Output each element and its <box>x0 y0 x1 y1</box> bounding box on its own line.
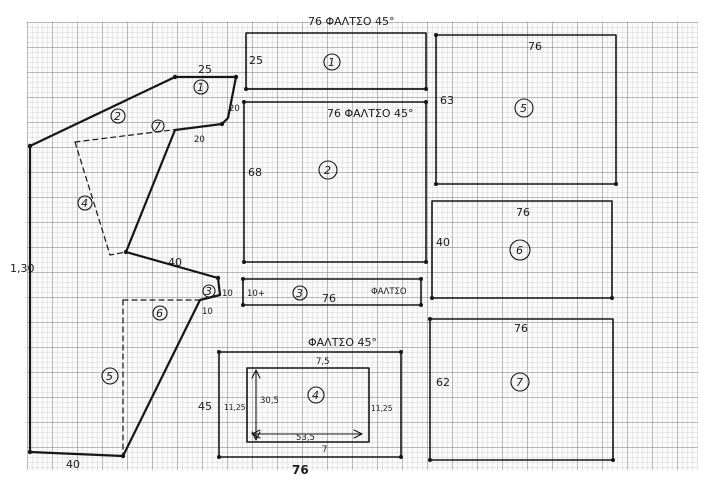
frame-4-inner-top: 7,5 <box>316 357 330 367</box>
svg-text:3: 3 <box>205 285 212 298</box>
piece-marker-5: 5 <box>520 102 527 115</box>
svg-text:7: 7 <box>154 120 161 133</box>
board-6: 76 40 6 <box>430 200 614 300</box>
piece-marker-2: 2 <box>324 164 331 177</box>
dim-20-right: 20 <box>229 104 240 114</box>
frame-4-width-inner: 53,5 <box>296 433 315 443</box>
frame-4-height-inner: 30,5 <box>260 396 279 406</box>
board-1: 76 ΦΑΛΤΣΟ 45° 25 1 <box>244 15 428 91</box>
graph-paper <box>27 22 698 470</box>
left-profile-outline <box>27 74 239 459</box>
dim-130: 1,30 <box>10 262 35 275</box>
dim-25-top: 25 <box>198 63 212 76</box>
piece-marker-6-profile: 6 <box>152 305 168 321</box>
dim-40-bottom: 40 <box>66 458 80 471</box>
dim-20-inner: 20 <box>194 135 205 145</box>
svg-text:6: 6 <box>156 307 163 320</box>
frame-4-header: ΦΑΛΤΣΟ 45° <box>308 336 377 349</box>
dim-10: 10 <box>222 289 233 299</box>
board-2: 76 ΦΑΛΤΣΟ 45° 68 2 <box>242 100 428 264</box>
piece-marker-5-profile: 5 <box>101 367 119 385</box>
board-2-side: 68 <box>248 166 262 179</box>
frame-4-side: 45 <box>198 400 212 413</box>
svg-text:2: 2 <box>114 110 121 123</box>
board-1-side: 25 <box>249 54 263 67</box>
board-3-note: ΦΑΛΤΣΟ <box>371 287 407 297</box>
board-2-header: 76 ΦΑΛΤΣΟ 45° <box>327 107 414 120</box>
board-1-header: 76 ΦΑΛΤΣΟ 45° <box>308 15 395 28</box>
svg-text:4: 4 <box>81 197 88 210</box>
piece-marker-7: 7 <box>516 376 523 389</box>
board-7-top: 76 <box>514 322 528 335</box>
board-5-top: 76 <box>528 40 542 53</box>
hidden-line-top <box>74 123 221 143</box>
piece-marker-2-profile: 2 <box>110 108 126 124</box>
piece-marker-1-profile: 1 <box>193 79 209 95</box>
board-7: 76 62 7 <box>428 317 615 462</box>
dim-10-lower: 10 <box>202 307 213 317</box>
frame-4: ΦΑΛΤΣΟ 45° 7,5 45 11,25 11,25 30,5 53,5 … <box>198 336 403 477</box>
svg-text:5: 5 <box>106 370 113 383</box>
board-5: 76 63 5 <box>434 33 618 186</box>
board-3-width: 76 <box>322 292 336 305</box>
piece-marker-4: 4 <box>312 389 319 402</box>
svg-text:1: 1 <box>197 81 204 94</box>
board-6-side: 40 <box>436 236 450 249</box>
frame-4-bottom: 76 <box>292 463 309 477</box>
piece-marker-1: 1 <box>328 56 335 69</box>
piece-marker-3-profile: 3 <box>202 284 216 298</box>
board-3-side: 10+ <box>247 289 265 299</box>
frame-4-inner-bottom: 7 <box>322 445 327 455</box>
board-3: 10+ 76 ΦΑΛΤΣΟ 3 <box>241 277 423 307</box>
board-6-top: 76 <box>516 206 530 219</box>
board-7-side: 62 <box>436 376 450 389</box>
frame-4-left-inner: 11,25 <box>224 403 246 412</box>
frame-4-right-inner: 11,25 <box>371 404 393 413</box>
piece-marker-4-profile: 4 <box>77 195 93 211</box>
dim-40-mid: 40 <box>168 256 182 269</box>
piece-marker-3: 3 <box>296 287 303 300</box>
piece-marker-6: 6 <box>516 244 523 257</box>
piece-marker-7-profile: 7 <box>151 119 165 133</box>
board-5-side: 63 <box>440 94 454 107</box>
hidden-line-left <box>74 141 127 256</box>
